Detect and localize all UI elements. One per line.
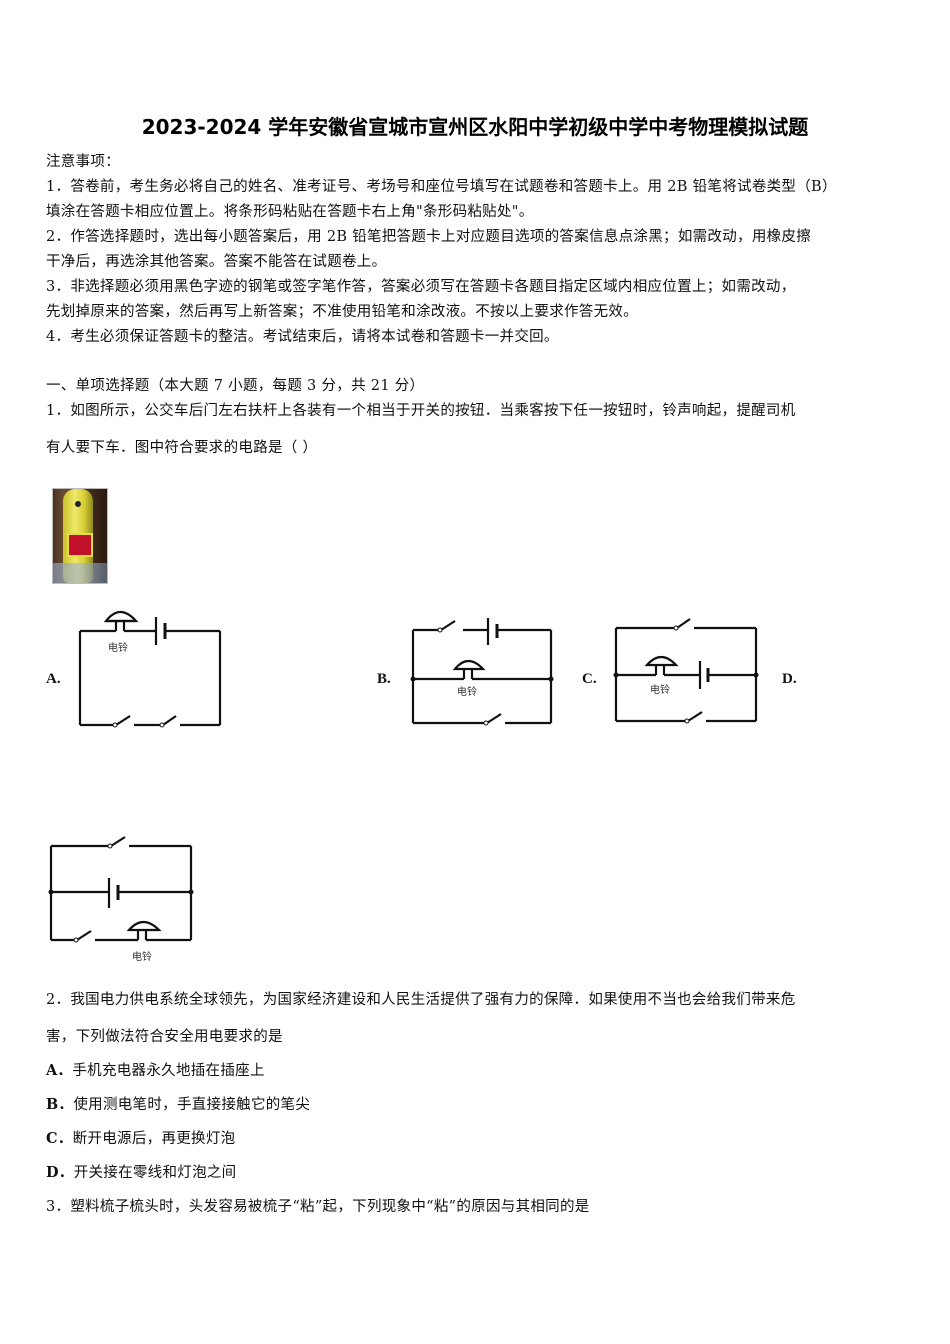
option-c-label: C. [582,671,597,687]
question-2-text-cont: 害，下列做法符合安全用电要求的是 [46,1029,283,1045]
question-2-option-a: A．手机充电器永久地插在插座上 [46,1061,265,1081]
notice-line: 4．考生必须保证答题卡的整洁。考试结束后，请将本试卷和答题卡一并交回。 [46,329,559,345]
question-3-text: 3．塑料梳子梳头时，头发容易被梳子“粘”起，下列现象中“粘”的原因与其相同的是 [46,1199,590,1215]
circuit-diagram-a-icon: 电铃 [78,610,222,728]
notice-heading: 注意事项： [46,154,120,170]
svg-text:电铃: 电铃 [132,950,152,963]
svg-text:电铃: 电铃 [108,641,128,654]
section-heading: 一、单项选择题（本大题 7 小题，每题 3 分，共 21 分） [46,378,425,394]
question-2-option-d: D．开关接在零线和灯泡之间 [46,1163,237,1183]
circuit-diagram-c-icon: 电铃 [613,618,759,724]
question-2-option-b: B．使用测电笔时，手直接接触它的笔尖 [46,1095,310,1115]
notice-line: 2．作答选择题时，选出每小题答案后，用 2B 铅笔把答题卡上对应题目选项的答案信… [46,229,812,245]
circuit-diagram-b-icon: 电铃 [410,618,554,726]
question-2-option-c: C．断开电源后，再更换灯泡 [46,1129,235,1149]
document-title: 2023-2024 学年安徽省宣城市宣州区水阳中学初级中学中考物理模拟试题 [141,115,809,139]
bus-button-photo-icon [52,488,108,584]
notice-line: 填涂在答题卡相应位置上。将条形码粘贴在答题卡右上角"条形码粘贴处"。 [46,204,534,220]
option-a-label: A. [46,671,61,687]
option-text: 开关接在零线和灯泡之间 [73,1165,237,1181]
notice-line: 先划掉原来的答案，然后再写上新答案；不准使用铅笔和涂改液。不按以上要求作答无效。 [46,304,638,320]
option-b-label: B. [377,671,391,687]
option-d-label: D. [782,671,797,687]
notice-line: 1．答卷前，考生务必将自己的姓名、准考证号、考场号和座位号填写在试题卷和答题卡上… [46,179,837,195]
notice-line: 干净后，再选涂其他答案。答案不能答在试题卷上。 [46,254,387,270]
option-label: B． [46,1096,74,1113]
notice-line: 3．非选择题必须用黑色字迹的钢笔或签字笔作答，答案必须写在答题卡各题目指定区域内… [46,279,796,295]
question-1-text: 1．如图所示，公交车后门左右扶杆上各装有一个相当于开关的按钮．当乘客按下任一按钮… [46,403,796,419]
option-text: 使用测电笔时，手直接接触它的笔尖 [73,1097,311,1113]
question-1-text-cont: 有人要下车．图中符合要求的电路是（ ） [46,440,318,456]
option-text: 手机充电器永久地插在插座上 [72,1063,265,1079]
circuit-diagram-d-icon: 电铃 [48,836,194,963]
option-label: A． [46,1062,73,1079]
option-label: D． [46,1164,74,1181]
option-label: C． [46,1130,73,1147]
question-2-text: 2．我国电力供电系统全球领先，为国家经济建设和人民生活提供了强有力的保障．如果使… [46,992,796,1008]
svg-text:电铃: 电铃 [457,685,477,698]
option-text: 断开电源后，再更换灯泡 [72,1131,236,1147]
svg-text:电铃: 电铃 [650,683,670,696]
